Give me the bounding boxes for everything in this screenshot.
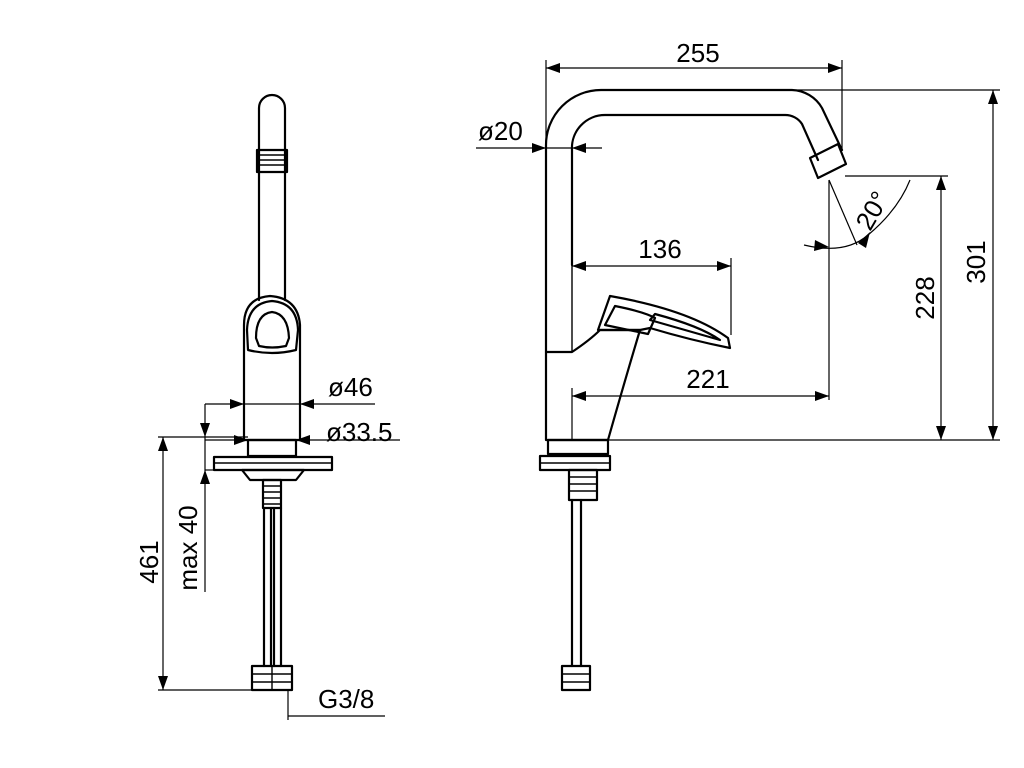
side-shank bbox=[567, 468, 599, 502]
side-fitting bbox=[560, 664, 592, 692]
dim-max-thickness: max 40 bbox=[173, 505, 203, 590]
front-hose-right bbox=[272, 506, 283, 668]
dim-lever-reach: 136 bbox=[638, 234, 681, 264]
side-lever bbox=[596, 294, 732, 350]
dim-spout-height: 228 bbox=[910, 276, 940, 319]
front-body bbox=[242, 294, 302, 442]
dim-base-diameter: ø33.5 bbox=[326, 417, 393, 447]
front-aerator bbox=[255, 148, 289, 174]
dim-hose-length: 461 bbox=[134, 540, 164, 583]
front-mounting-plate bbox=[212, 455, 334, 472]
dim-angle: 20° bbox=[849, 186, 895, 235]
front-hose-left bbox=[262, 506, 273, 668]
dim-total-height: 301 bbox=[961, 240, 991, 283]
front-view bbox=[212, 93, 334, 692]
dim-spout-reach: 221 bbox=[686, 364, 729, 394]
side-body bbox=[544, 328, 642, 442]
side-spout-outer bbox=[544, 88, 844, 354]
front-base-collar bbox=[246, 438, 298, 458]
front-spout-tube bbox=[257, 93, 287, 302]
side-view bbox=[538, 88, 848, 692]
side-mounting-plate bbox=[538, 454, 612, 472]
dim-thread: G3/8 bbox=[318, 684, 374, 714]
dim-pipe-diameter: ø20 bbox=[478, 116, 523, 146]
side-dimensions: 255 ø20 136 221 20° 228 bbox=[476, 38, 1000, 441]
side-spout-inner bbox=[570, 113, 820, 267]
dim-spout-width: 255 bbox=[676, 38, 719, 68]
front-dimensions: ø46 ø33.5 461 max 40 G3/8 bbox=[134, 372, 400, 720]
side-aerator bbox=[808, 142, 848, 180]
dim-body-diameter: ø46 bbox=[328, 372, 373, 402]
side-hose bbox=[570, 498, 583, 668]
side-base-collar bbox=[546, 438, 610, 456]
front-handle bbox=[245, 299, 300, 355]
